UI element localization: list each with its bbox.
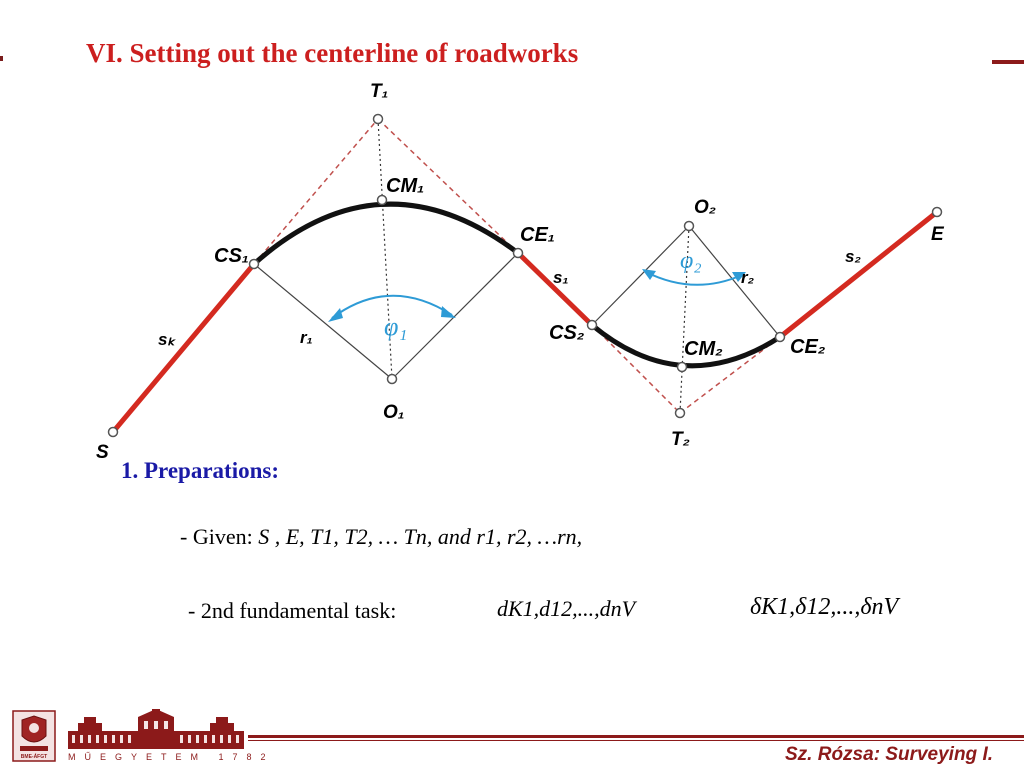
right-edge-mark (992, 60, 1024, 64)
label-r2: r₂ (741, 268, 755, 287)
svg-text:BME-ÁFGT: BME-ÁFGT (21, 753, 47, 760)
road-centerline-diagram: T₁ CM₁ CS₁ CE₁ s₁ r₁ φ₁ O₁ sₖ S O₂ φ₂ r₂… (96, 81, 945, 463)
straight-sections (110, 209, 940, 435)
arrow-head-phi1-left (328, 308, 343, 322)
points (107, 113, 943, 438)
label-ce1: CE₁ (520, 224, 555, 246)
tangent-cs1-t1 (253, 118, 379, 265)
label-cs1: CS₁ (214, 245, 249, 267)
straight-s2 (777, 209, 940, 340)
label-t2: T₂ (671, 429, 690, 450)
footer-rule-thin (248, 740, 1024, 741)
bisector-o2-t2 (679, 225, 690, 414)
tangent-lines (253, 118, 781, 414)
label-cm2: CM₂ (684, 338, 723, 360)
bisector-lines (377, 118, 690, 414)
given-prefix: - Given: (180, 524, 259, 549)
radius-ce2-o2 (688, 225, 781, 338)
label-o2: O₂ (694, 197, 716, 218)
radius-lines (253, 225, 781, 380)
point-cm2 (676, 361, 688, 373)
label-s1: s₁ (553, 268, 568, 287)
label-s2: s₂ (845, 247, 861, 266)
university-building-logo (68, 709, 244, 749)
point-o2 (683, 220, 695, 232)
radius-ce1-o1 (391, 252, 519, 380)
section-title: 1. Preparations: (121, 458, 280, 483)
footer-credit: Sz. Rózsa: Surveying I. (785, 744, 993, 765)
task-line: - 2nd fundamental task: (188, 598, 397, 623)
given-formula: S , E, T1, T2, … Tn, and r1, r2, …rn, (258, 524, 583, 549)
point-o1 (386, 373, 398, 385)
label-phi2: φ₂ (680, 248, 702, 274)
label-cs2: CS₂ (549, 322, 585, 344)
tangent-cs2-t2 (591, 324, 681, 414)
point-ce2 (774, 331, 786, 343)
footer-rule (248, 735, 1024, 738)
label-cm1: CM₁ (386, 175, 424, 197)
point-t2 (674, 407, 686, 419)
angle-arc-phi1 (331, 294, 453, 319)
label-ce2: CE₂ (790, 336, 826, 358)
straight-sk (110, 261, 257, 435)
point-ce1 (512, 247, 524, 259)
point-s (107, 426, 119, 438)
label-r1: r₁ (300, 328, 313, 347)
arc-curve-1 (252, 201, 520, 266)
straight-s1 (515, 250, 595, 328)
slide-title: VI. Setting out the centerline of roadwo… (86, 38, 579, 68)
angle-arc-phi2 (645, 271, 743, 286)
radius-cs2-o2 (591, 225, 690, 326)
radius-cs1-o1 (253, 263, 393, 380)
point-t1 (372, 113, 384, 125)
label-sk: sₖ (158, 330, 176, 349)
label-o1: O₁ (383, 402, 404, 423)
tangent-t2-ce2 (679, 336, 781, 414)
formula-distances: dK1,d12,...,dnV (497, 596, 636, 621)
department-crest-logo: BME-ÁFGT (12, 710, 56, 762)
label-t1: T₁ (370, 81, 388, 102)
university-name: MŰEGYETEM 1782 (68, 752, 275, 762)
arrow-head-phi2-left (642, 269, 656, 280)
angle-arrows (331, 271, 743, 319)
label-e: E (931, 224, 945, 245)
bisector-t1-o1 (377, 118, 393, 380)
point-cs1 (248, 258, 260, 270)
label-s: S (96, 442, 109, 463)
given-line: - Given: S , E, T1, T2, … Tn, and r1, r2… (180, 524, 582, 550)
formula-bearings: δK1,δ12,...,δnV (750, 594, 899, 620)
left-edge-mark (0, 56, 3, 61)
arrow-head-phi2-right (732, 272, 746, 282)
arrow-heads (328, 269, 746, 322)
arrow-head-phi1-right (441, 306, 456, 318)
point-e (931, 206, 943, 218)
label-phi1: φ₁ (384, 312, 407, 341)
point-cm1 (376, 194, 388, 206)
point-cs2 (586, 319, 598, 331)
